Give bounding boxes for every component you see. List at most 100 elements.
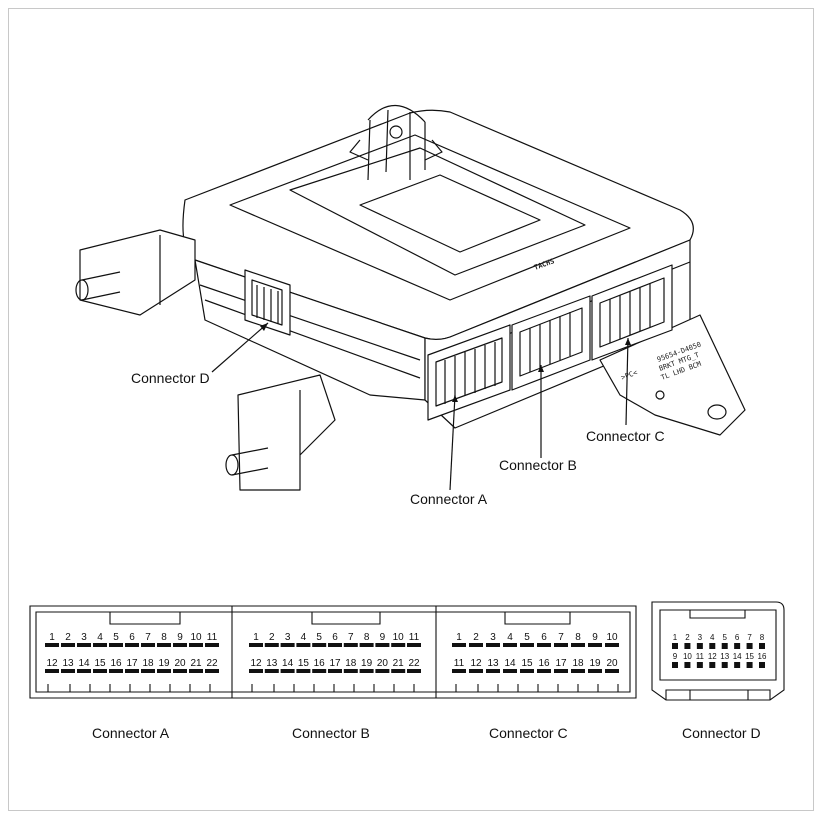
pin-label-d-15: 15 [745,652,754,661]
pin-label-b-7: 7 [348,632,354,643]
pin-terminal-d-16 [759,662,765,668]
pin-label-a-7: 7 [145,632,151,643]
leader-arrowheads [260,323,631,402]
pin-label-a-2: 2 [65,632,71,643]
pin-label-b-8: 8 [364,632,370,643]
pin-terminal-a-17 [125,669,139,673]
pin-label-b-16: 16 [314,658,326,669]
pin-label-a-12: 12 [46,658,58,669]
pin-label-b-2: 2 [269,632,275,643]
pin-terminal-a-10 [189,643,203,647]
leader-connector-d [211,322,269,373]
pin-terminal-d-6 [734,643,741,649]
pin-label-a-10: 10 [190,632,202,643]
pin-terminal-c-2 [469,643,483,647]
pin-label-d-9: 9 [673,652,678,661]
connector-a-port [427,324,511,421]
pin-label-a-16: 16 [110,658,122,669]
pin-label-c-8: 8 [575,632,581,643]
pin-terminal-c-17 [554,669,568,673]
pin-terminal-a-21 [189,669,203,673]
pin-terminal-a-7 [141,643,155,647]
pin-label-c-16: 16 [538,658,550,669]
pin-terminal-b-10 [391,643,406,647]
pin-label-b-21: 21 [393,658,405,669]
pin-terminal-b-17 [328,669,342,673]
pin-label-b-14: 14 [282,658,294,669]
pin-terminal-d-5 [721,643,728,649]
pin-label-c-9: 9 [592,632,598,643]
pin-label-d-4: 4 [710,633,715,642]
connector-c-port [591,264,673,361]
pin-terminal-b-15 [296,669,311,673]
pin-label-a-22: 22 [206,658,218,669]
pin-terminal-b-8 [359,643,374,647]
pin-label-c-17: 17 [555,658,567,669]
pin-label-c-2: 2 [473,632,479,643]
pin-terminal-c-1 [452,643,466,647]
pin-terminal-b-16 [312,669,327,673]
pin-label-b-22: 22 [408,658,420,669]
pin-label-c-5: 5 [524,632,530,643]
pin-label-c-15: 15 [521,658,533,669]
pin-terminal-a-18 [141,669,155,673]
title-connector-a: Connector A [92,725,170,741]
callout-connector-a: Connector A [410,491,488,507]
pin-terminal-a-12 [45,669,59,673]
pin-terminal-a-3 [77,643,91,647]
pin-label-a-9: 9 [177,632,183,643]
pin-label-d-2: 2 [685,633,690,642]
pin-terminal-b-14 [280,669,295,673]
pin-terminal-c-14 [503,669,517,673]
pin-label-b-20: 20 [377,658,389,669]
pin-label-b-13: 13 [266,658,278,669]
pin-label-b-9: 9 [380,632,386,643]
pin-label-b-11: 11 [409,632,420,643]
pin-label-a-21: 21 [190,658,202,669]
left-mount-bracket [75,229,196,316]
pin-label-a-18: 18 [142,658,154,669]
pin-terminal-b-6 [328,643,342,647]
pin-label-a-6: 6 [129,632,135,643]
pin-terminal-c-5 [520,643,534,647]
callout-connector-c: Connector C [586,428,665,444]
pin-terminal-a-11 [205,643,219,647]
pin-terminal-b-21 [391,669,406,673]
pin-terminal-c-10 [605,643,619,647]
pin-label-b-17: 17 [329,658,341,669]
pin-label-a-20: 20 [174,658,186,669]
pin-terminal-b-19 [359,669,374,673]
pin-terminal-c-13 [486,669,500,673]
pin-label-a-13: 13 [62,658,74,669]
pin-label-b-3: 3 [285,632,291,643]
pin-terminal-b-3 [280,643,295,647]
pin-label-d-6: 6 [735,633,740,642]
pin-label-a-5: 5 [113,632,119,643]
pin-label-a-15: 15 [94,658,106,669]
pin-label-d-16: 16 [758,652,767,661]
pin-terminal-b-7 [343,643,358,647]
connector-d-housing [651,601,785,701]
pin-label-d-8: 8 [760,633,765,642]
pin-terminal-d-9 [672,662,678,668]
pin-label-c-11: 11 [454,658,465,669]
pin-terminal-d-4 [709,643,716,649]
title-connector-c: Connector C [489,725,568,741]
pin-terminal-c-3 [486,643,500,647]
pin-label-b-18: 18 [345,658,357,669]
pin-label-d-14: 14 [733,652,742,661]
lower-left-bracket [225,374,336,491]
pin-label-a-19: 19 [158,658,170,669]
pin-terminal-d-15 [746,662,753,668]
pin-label-a-1: 1 [49,632,55,643]
pin-label-a-8: 8 [161,632,167,643]
pin-terminal-a-6 [125,643,139,647]
pin-label-d-13: 13 [720,652,729,661]
callout-connector-b: Connector B [499,457,577,473]
pin-terminal-b-9 [375,643,390,647]
pin-terminal-a-5 [109,643,123,647]
pin-label-b-15: 15 [298,658,310,669]
